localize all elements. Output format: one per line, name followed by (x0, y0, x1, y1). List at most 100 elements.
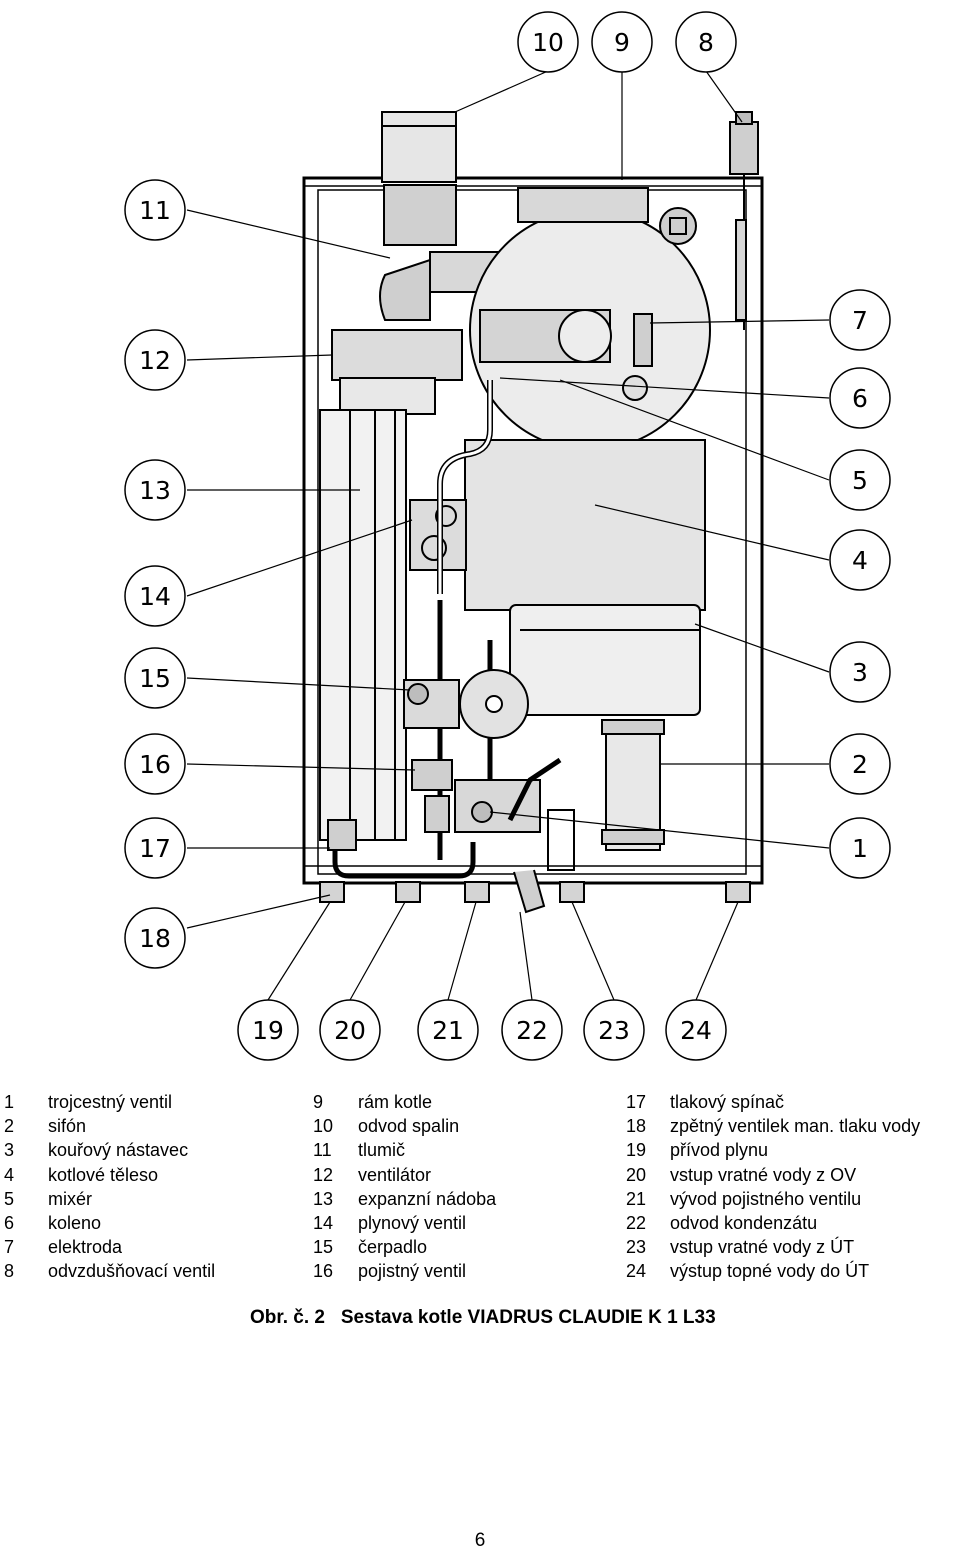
legend-text: pojistný ventil (358, 1261, 467, 1282)
callout-10: 10 (517, 11, 579, 73)
callout-label: 15 (139, 664, 171, 693)
expansion-vessel (319, 409, 407, 841)
legend-number: 24 (626, 1261, 647, 1282)
figure-caption: Obr. č. 2 Sestava kotle VIADRUS CLAUDIE … (250, 1307, 716, 1328)
legend-number: 21 (626, 1188, 647, 1209)
callout-circle (237, 999, 299, 1061)
legend-number: 23 (626, 1237, 647, 1258)
legend-number: 9 (313, 1092, 324, 1112)
callout-label: 1 (852, 834, 868, 863)
callout-13: 13 (124, 459, 186, 521)
legend-text: odvzdušňovací ventil (48, 1261, 216, 1282)
callout-circle (124, 179, 186, 241)
callout-label: 22 (516, 1016, 548, 1045)
legend-text: vývod pojistného ventilu (670, 1188, 862, 1209)
callout-circle (829, 289, 891, 351)
legend-text: trojcestný ventil (48, 1092, 173, 1112)
legend-number: 18 (626, 1116, 647, 1137)
boiler-body (464, 187, 711, 611)
callout-circle (665, 999, 727, 1061)
callout-circle (319, 999, 381, 1061)
callout-circle (829, 449, 891, 511)
callout-label: 6 (852, 384, 868, 413)
legend-number: 3 (4, 1140, 15, 1161)
legend-number: 22 (626, 1212, 647, 1233)
callout-label: 10 (532, 28, 564, 57)
callout-label: 3 (852, 658, 868, 687)
legend-text: odvod kondenzátu (670, 1212, 818, 1233)
callout-label: 19 (252, 1016, 284, 1045)
callout-label: 24 (680, 1016, 712, 1045)
callout-23: 23 (583, 999, 645, 1061)
legend-text: odvod spalin (358, 1116, 460, 1137)
legend-text: kotlové těleso (48, 1164, 159, 1185)
callout-circle (829, 529, 891, 591)
legend-number: 5 (4, 1188, 15, 1209)
callout-circle (124, 329, 186, 391)
callout-7: 7 (829, 289, 891, 351)
callout-18: 18 (124, 907, 186, 969)
callout-5: 5 (829, 449, 891, 511)
callout-label: 21 (432, 1016, 464, 1045)
callout-circle (124, 647, 186, 709)
callout-9: 9 (591, 11, 653, 73)
legend-number: 2 (4, 1116, 15, 1137)
callout-22: 22 (501, 999, 563, 1061)
callout-3: 3 (829, 641, 891, 703)
legend-text: mixér (48, 1188, 92, 1209)
safety-valve (411, 759, 453, 791)
callout-circle (501, 999, 563, 1061)
legend-number: 4 (4, 1164, 15, 1185)
callout-label: 4 (852, 546, 868, 575)
callout-circle (591, 11, 653, 73)
legend-text: tlumič (358, 1140, 406, 1161)
legend-text: plynový ventil (358, 1212, 467, 1233)
elbow (622, 375, 648, 401)
legend-number: 6 (4, 1212, 15, 1233)
electrode (633, 313, 653, 367)
callout-label: 13 (139, 476, 171, 505)
pump (403, 669, 529, 739)
leader-lines (186, 70, 830, 1001)
callout-label: 5 (852, 466, 868, 495)
legend-text: koleno (48, 1212, 102, 1233)
callout-circle (124, 565, 186, 627)
flue-outlet (381, 111, 457, 246)
callout-label: 2 (852, 750, 868, 779)
callout-circle (124, 459, 186, 521)
callout-12: 12 (124, 329, 186, 391)
callout-circle (829, 367, 891, 429)
callout-circle (675, 11, 737, 73)
callout-17: 17 (124, 817, 186, 879)
callout-circle (124, 907, 186, 969)
legend-number: 8 (4, 1261, 15, 1282)
callout-circle (124, 733, 186, 795)
callout-circle (517, 11, 579, 73)
page-number: 6 (474, 1530, 486, 1551)
legend-number: 19 (626, 1140, 647, 1161)
mixer (479, 309, 612, 363)
pressure-switch (327, 819, 357, 851)
callout-circle (829, 641, 891, 703)
callout-15: 15 (124, 647, 186, 709)
callout-label: 20 (334, 1016, 366, 1045)
boiler-drawing (302, 111, 764, 914)
legend-number: 15 (313, 1237, 334, 1258)
callout-label: 9 (614, 28, 630, 57)
legend-text: vstup vratné vody z ÚT (670, 1237, 855, 1258)
callout-20: 20 (319, 999, 381, 1061)
legend-text: ventilátor (358, 1164, 432, 1185)
callout-11: 11 (124, 179, 186, 241)
callout-8: 8 (675, 11, 737, 73)
callout-21: 21 (417, 999, 479, 1061)
callout-2: 2 (829, 733, 891, 795)
callout-14: 14 (124, 565, 186, 627)
callout-16: 16 (124, 733, 186, 795)
legend-number: 13 (313, 1188, 334, 1209)
callout-circle (124, 817, 186, 879)
callout-circle (829, 817, 891, 879)
callout-label: 7 (852, 306, 868, 335)
legend-text: sifón (48, 1116, 87, 1137)
callout-circle (583, 999, 645, 1061)
callout-label: 16 (139, 750, 171, 779)
